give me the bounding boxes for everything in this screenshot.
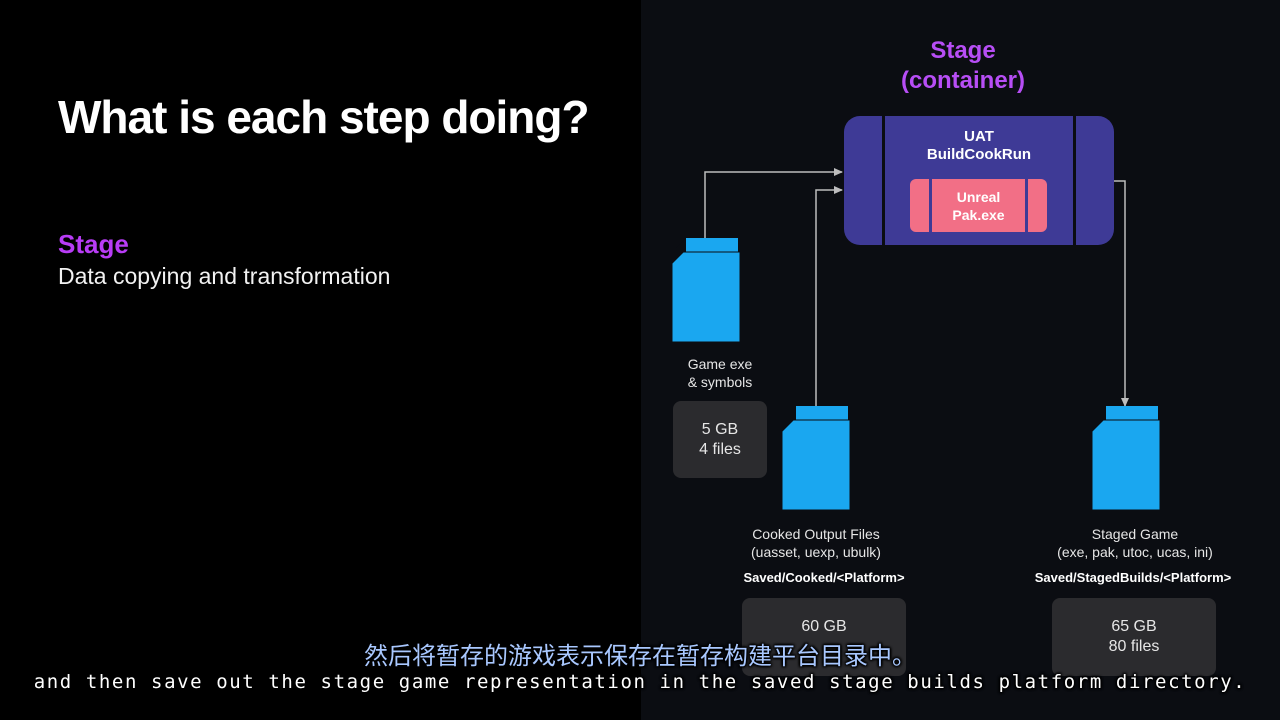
unreal-pak-label-line2: Pak.exe xyxy=(952,207,1005,223)
slide-title: What is each step doing? xyxy=(58,91,590,143)
game-exe-size-box: 5 GB 4 files xyxy=(673,401,767,478)
game-exe-caption-line2: & symbols xyxy=(687,374,753,390)
stage-heading-line2: (container) xyxy=(900,67,1025,94)
pak-divider-right xyxy=(1025,179,1028,232)
container-divider-left xyxy=(882,116,885,245)
game-exe-files-icon xyxy=(672,238,741,343)
cooked-size-box: 60 GB xyxy=(742,598,906,676)
uat-label: UAT BuildCookRun xyxy=(844,128,1114,164)
game-exe-file-count: 4 files xyxy=(699,441,741,458)
staged-caption-line1: Staged Game xyxy=(1091,526,1179,542)
game-exe-size: 5 GB xyxy=(701,421,739,438)
stage-heading-line1: Stage xyxy=(930,37,996,64)
stage-container-heading: Stage (container) xyxy=(870,36,1056,96)
arrow-cooked-to-container xyxy=(815,186,843,408)
staged-caption-line2: (exe, pak, utoc, ucas, ini) xyxy=(1057,544,1213,560)
container-divider-right xyxy=(1073,116,1076,245)
section-description: Data copying and transformation xyxy=(58,263,391,289)
arrow-container-to-staged xyxy=(1114,180,1129,407)
slide-left-panel: What is each step doing? Stage Data copy… xyxy=(58,91,590,289)
pak-divider-left xyxy=(929,179,932,232)
staged-path-label: Saved/StagedBuilds/<Platform> xyxy=(1034,570,1232,585)
cooked-caption-line1: Cooked Output Files xyxy=(752,526,880,542)
unreal-pak-label-line1: Unreal xyxy=(956,189,1001,205)
cooked-caption-line2: (uasset, uexp, ubulk) xyxy=(751,544,881,560)
uat-label-line1: UAT xyxy=(964,128,994,145)
uat-buildcookrun-container: UAT BuildCookRun Unreal Pak.exe xyxy=(844,116,1114,245)
cooked-files-icon xyxy=(782,406,851,511)
cooked-size: 60 GB xyxy=(801,618,847,635)
staged-size-box: 65 GB 80 files xyxy=(1052,598,1216,676)
cooked-path-label: Saved/Cooked/<Platform> xyxy=(743,570,905,585)
staged-size: 65 GB xyxy=(1111,618,1157,635)
section-label: Stage xyxy=(58,229,129,259)
unreal-pak-label: Unreal Pak.exe xyxy=(910,188,1047,224)
subtitle-english: and then save out the stage game represe… xyxy=(33,671,1247,693)
game-exe-caption-line1: Game exe xyxy=(687,356,753,372)
staged-game-files-icon xyxy=(1092,406,1161,511)
subtitle-chinese: 然后将暂存的游戏表示保存在暂存构建平台目录中。 xyxy=(364,642,916,670)
arrow-game-exe-to-container xyxy=(704,168,843,240)
staged-file-count: 80 files xyxy=(1108,638,1160,655)
unreal-pak-box: Unreal Pak.exe xyxy=(910,179,1047,232)
game-exe-caption: Game exe & symbols xyxy=(640,355,800,391)
uat-label-line2: BuildCookRun xyxy=(926,146,1032,163)
cooked-caption: Cooked Output Files (uasset, uexp, ubulk… xyxy=(724,525,908,561)
staged-caption: Staged Game (exe, pak, utoc, ucas, ini) xyxy=(1030,525,1240,561)
